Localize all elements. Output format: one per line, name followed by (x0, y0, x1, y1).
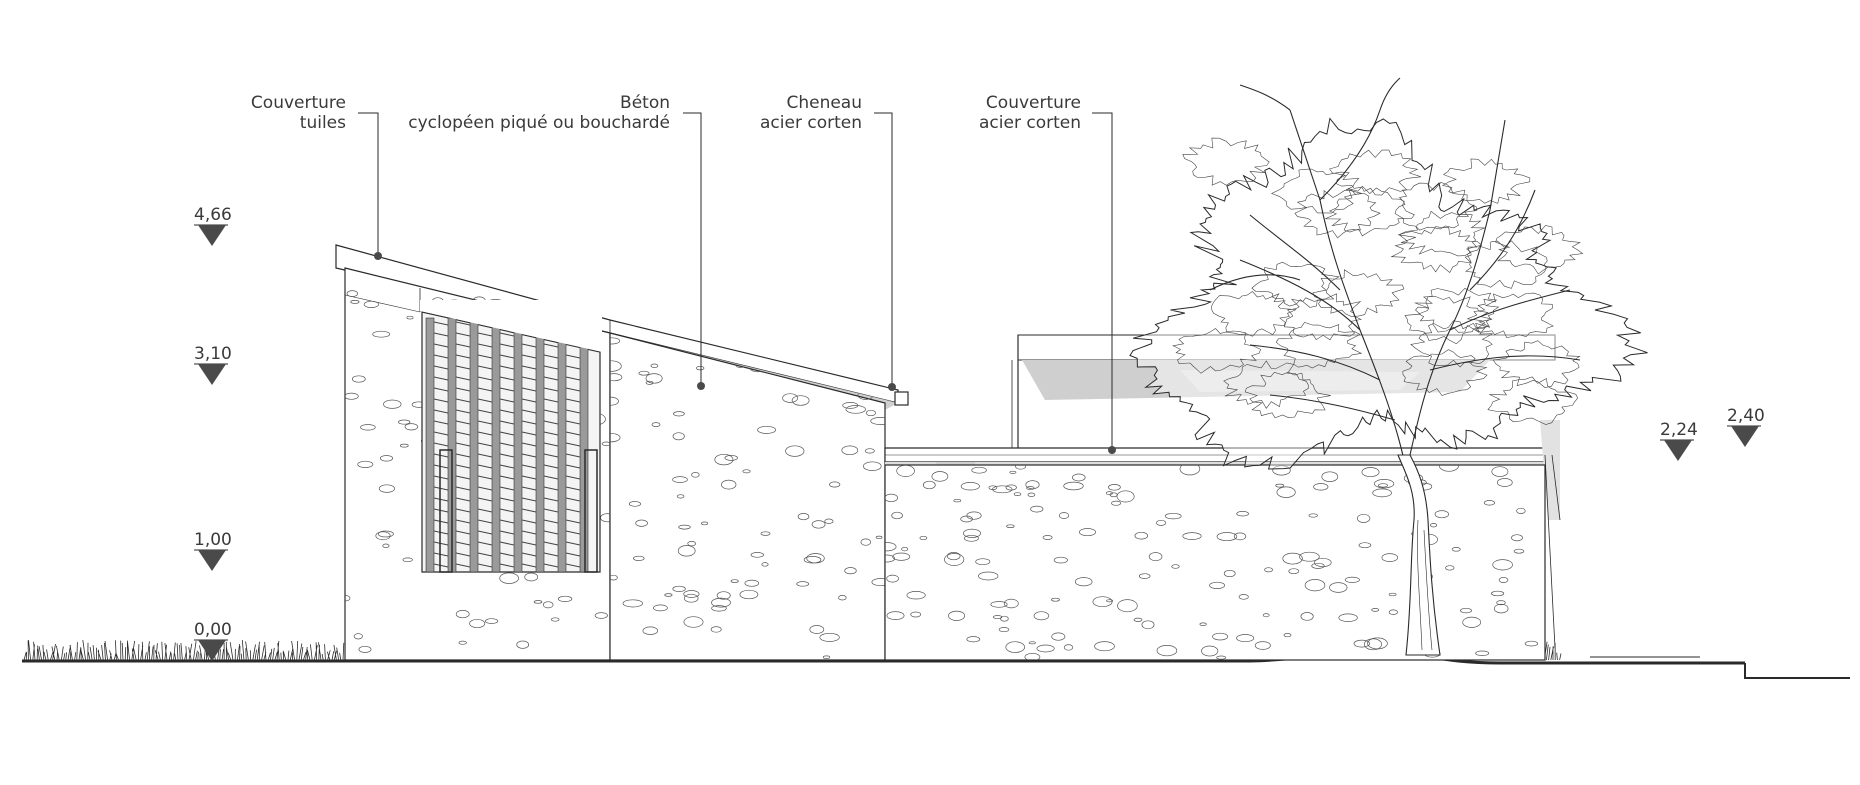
level-value: 3,10 (194, 344, 232, 364)
level-triangle-icon (1664, 440, 1692, 461)
left-building (335, 244, 909, 661)
level-triangle-icon (198, 640, 226, 661)
level-triangle-icon (198, 550, 226, 571)
level-value: 0,00 (194, 620, 232, 640)
right-building (884, 334, 1561, 661)
level-marker-4-66: 4,66 (194, 205, 232, 246)
level-value: 2,40 (1727, 406, 1765, 426)
annotation-concrete: Béton cyclopéen piqué ou bouchardé (408, 93, 670, 133)
level-marker-1-00: 1,00 (194, 530, 232, 571)
level-marker-0-00: 0,00 (194, 620, 232, 661)
louvre-window (420, 300, 602, 573)
level-marker-3-10: 3,10 (194, 344, 232, 385)
annotation-leaders (358, 112, 1116, 454)
level-value: 4,66 (194, 205, 232, 225)
annotation-line: Couverture (986, 93, 1081, 113)
level-value: 1,00 (194, 530, 232, 550)
level-value: 2,24 (1660, 420, 1698, 440)
annotation-line: acier corten (979, 113, 1081, 133)
annotation-line: Couverture (251, 93, 346, 113)
level-marker-2-40: 2,40 (1727, 406, 1765, 447)
annotation-roof-tiles: Couverture tuiles (251, 93, 346, 133)
level-triangle-icon (198, 364, 226, 385)
tree (1129, 77, 1648, 656)
level-triangle-icon (198, 225, 226, 246)
annotation-line: acier corten (760, 113, 862, 133)
gutter (894, 391, 909, 406)
annotation-line: Cheneau (786, 93, 862, 113)
annotation-line: tuiles (300, 113, 346, 133)
annotation-gutter: Cheneau acier corten (760, 93, 862, 133)
level-triangle-icon (1731, 426, 1759, 447)
annotation-roof-corten: Couverture acier corten (979, 93, 1081, 133)
annotation-line: cyclopéen piqué ou bouchardé (408, 113, 670, 133)
level-marker-2-24: 2,24 (1660, 420, 1698, 461)
annotation-line: Béton (620, 93, 670, 113)
